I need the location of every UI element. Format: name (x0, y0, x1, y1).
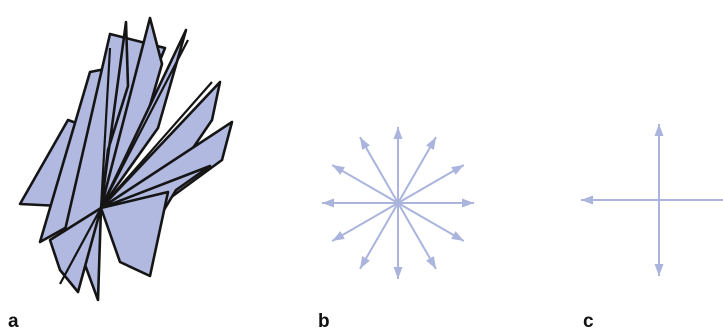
plane (101, 192, 168, 276)
panel-c-axis-arrows (581, 124, 723, 276)
panel-label-c: c (583, 311, 594, 331)
arrow-head (332, 231, 345, 241)
arrow-head (360, 256, 370, 269)
arrow-head (360, 137, 370, 150)
arrow-head (451, 231, 464, 241)
arrow-head (322, 199, 334, 208)
arrow (322, 199, 398, 208)
arrow (394, 203, 403, 279)
arrow (394, 127, 403, 203)
arrow (581, 196, 659, 205)
arrow (398, 199, 474, 208)
arrow-head (655, 264, 664, 276)
arrow-head (462, 199, 474, 208)
arrow-head (394, 127, 403, 139)
arrow-head (394, 267, 403, 279)
arrow-head (426, 256, 436, 269)
arrow-head (426, 137, 436, 150)
arrow-head (332, 165, 345, 175)
arrow-head (581, 196, 593, 205)
arrow-head (451, 165, 464, 175)
panel-b-radial-arrows (322, 127, 474, 279)
arrow-head (655, 124, 664, 136)
panel-label-a: a (8, 311, 19, 331)
arrow (655, 124, 664, 200)
panel-label-b: b (318, 311, 330, 331)
panel-a-plane-fan (20, 18, 232, 300)
arrow (659, 196, 723, 205)
arrow (655, 200, 664, 276)
